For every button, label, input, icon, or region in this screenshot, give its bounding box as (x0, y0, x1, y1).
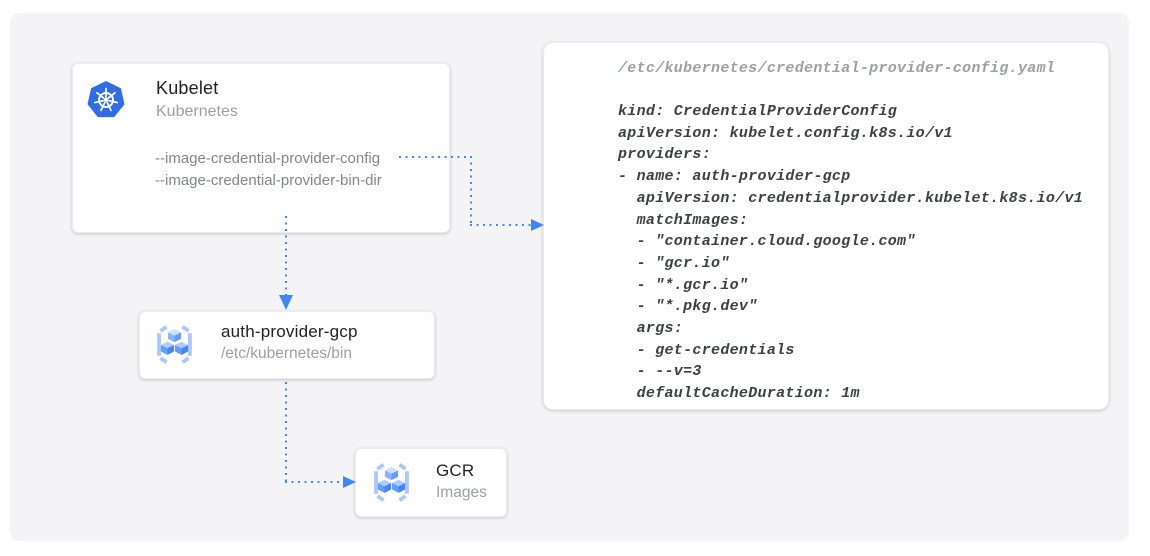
arrowhead-to-auth-provider (279, 295, 293, 310)
gcr-title: GCR (436, 461, 475, 480)
connector-config-to-yaml-segment (399, 156, 471, 158)
kubelet-title: Kubelet (156, 78, 219, 98)
kubelet-node: Kubelet Kubernetes --image-credential-pr… (72, 63, 450, 233)
connector-config-to-yaml-segment (470, 224, 531, 226)
gcr-cubes-icon (152, 322, 197, 372)
connector-kubelet-to-auth-provider (285, 216, 287, 296)
kubernetes-helm-icon (86, 80, 126, 125)
arrowhead-to-yaml-panel (531, 219, 544, 231)
flag-credential-provider-config: --image-credential-provider-config (155, 150, 381, 167)
credential-provider-config-panel: /etc/kubernetes/credential-provider-conf… (543, 42, 1109, 410)
yaml-code: kind: CredentialProviderConfig apiVersio… (618, 103, 1084, 403)
arrowhead-to-gcr (343, 476, 356, 488)
auth-provider-gcp-title: auth-provider-gcp (221, 322, 358, 341)
flag-credential-provider-bin-dir: --image-credential-provider-bin-dir (155, 172, 382, 189)
kubelet-subtitle: Kubernetes (156, 103, 238, 120)
gcr-node: GCR Images (355, 448, 507, 517)
gcr-subtitle: Images (436, 484, 487, 501)
auth-provider-gcp-path: /etc/kubernetes/bin (221, 345, 352, 362)
connector-auth-provider-to-gcr-segment (285, 481, 343, 483)
auth-provider-gcp-node: auth-provider-gcp /etc/kubernetes/bin (139, 311, 435, 379)
connector-config-to-yaml-segment (470, 156, 472, 226)
gcr-cubes-icon (369, 460, 414, 510)
config-file-path: /etc/kubernetes/credential-provider-conf… (618, 60, 1056, 77)
connector-auth-provider-to-gcr-segment (285, 382, 287, 482)
kubelet-flags: --image-credential-provider-config --ima… (155, 148, 382, 192)
